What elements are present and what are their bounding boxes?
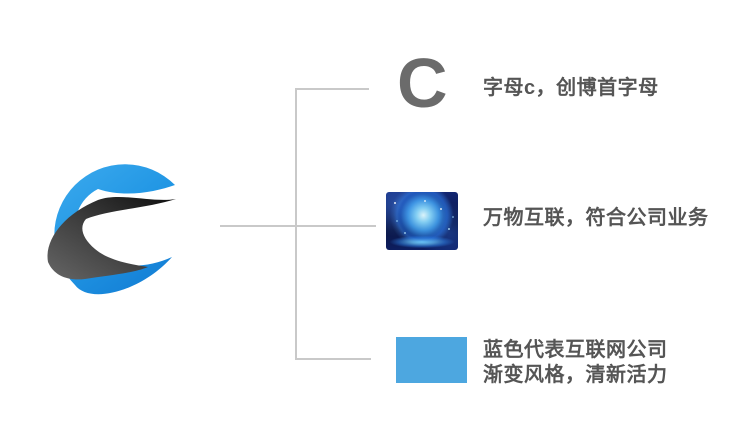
gray-letter-c: C: [397, 44, 448, 122]
connector-bottom-branch: [295, 358, 371, 360]
glowing-blue-sphere-image: [386, 192, 458, 250]
annotation-color-text-line2: 渐变风格，清新活力: [483, 364, 668, 386]
connector-middle-line: [220, 225, 376, 227]
company-c-logo: [47, 164, 177, 295]
logo-dark-swoosh: [47, 197, 177, 280]
connector-top-branch: [295, 88, 369, 90]
annotation-letter-text: 字母c，创博首字母: [483, 77, 659, 99]
blue-color-swatch: [396, 337, 467, 383]
connector-vertical-line: [295, 88, 297, 360]
annotation-iot-text: 万物互联，符合公司业务: [483, 207, 709, 229]
annotation-color-text-line1: 蓝色代表互联网公司: [483, 339, 668, 361]
annotation-color-text: 蓝色代表互联网公司 渐变风格，清新活力: [483, 338, 668, 388]
